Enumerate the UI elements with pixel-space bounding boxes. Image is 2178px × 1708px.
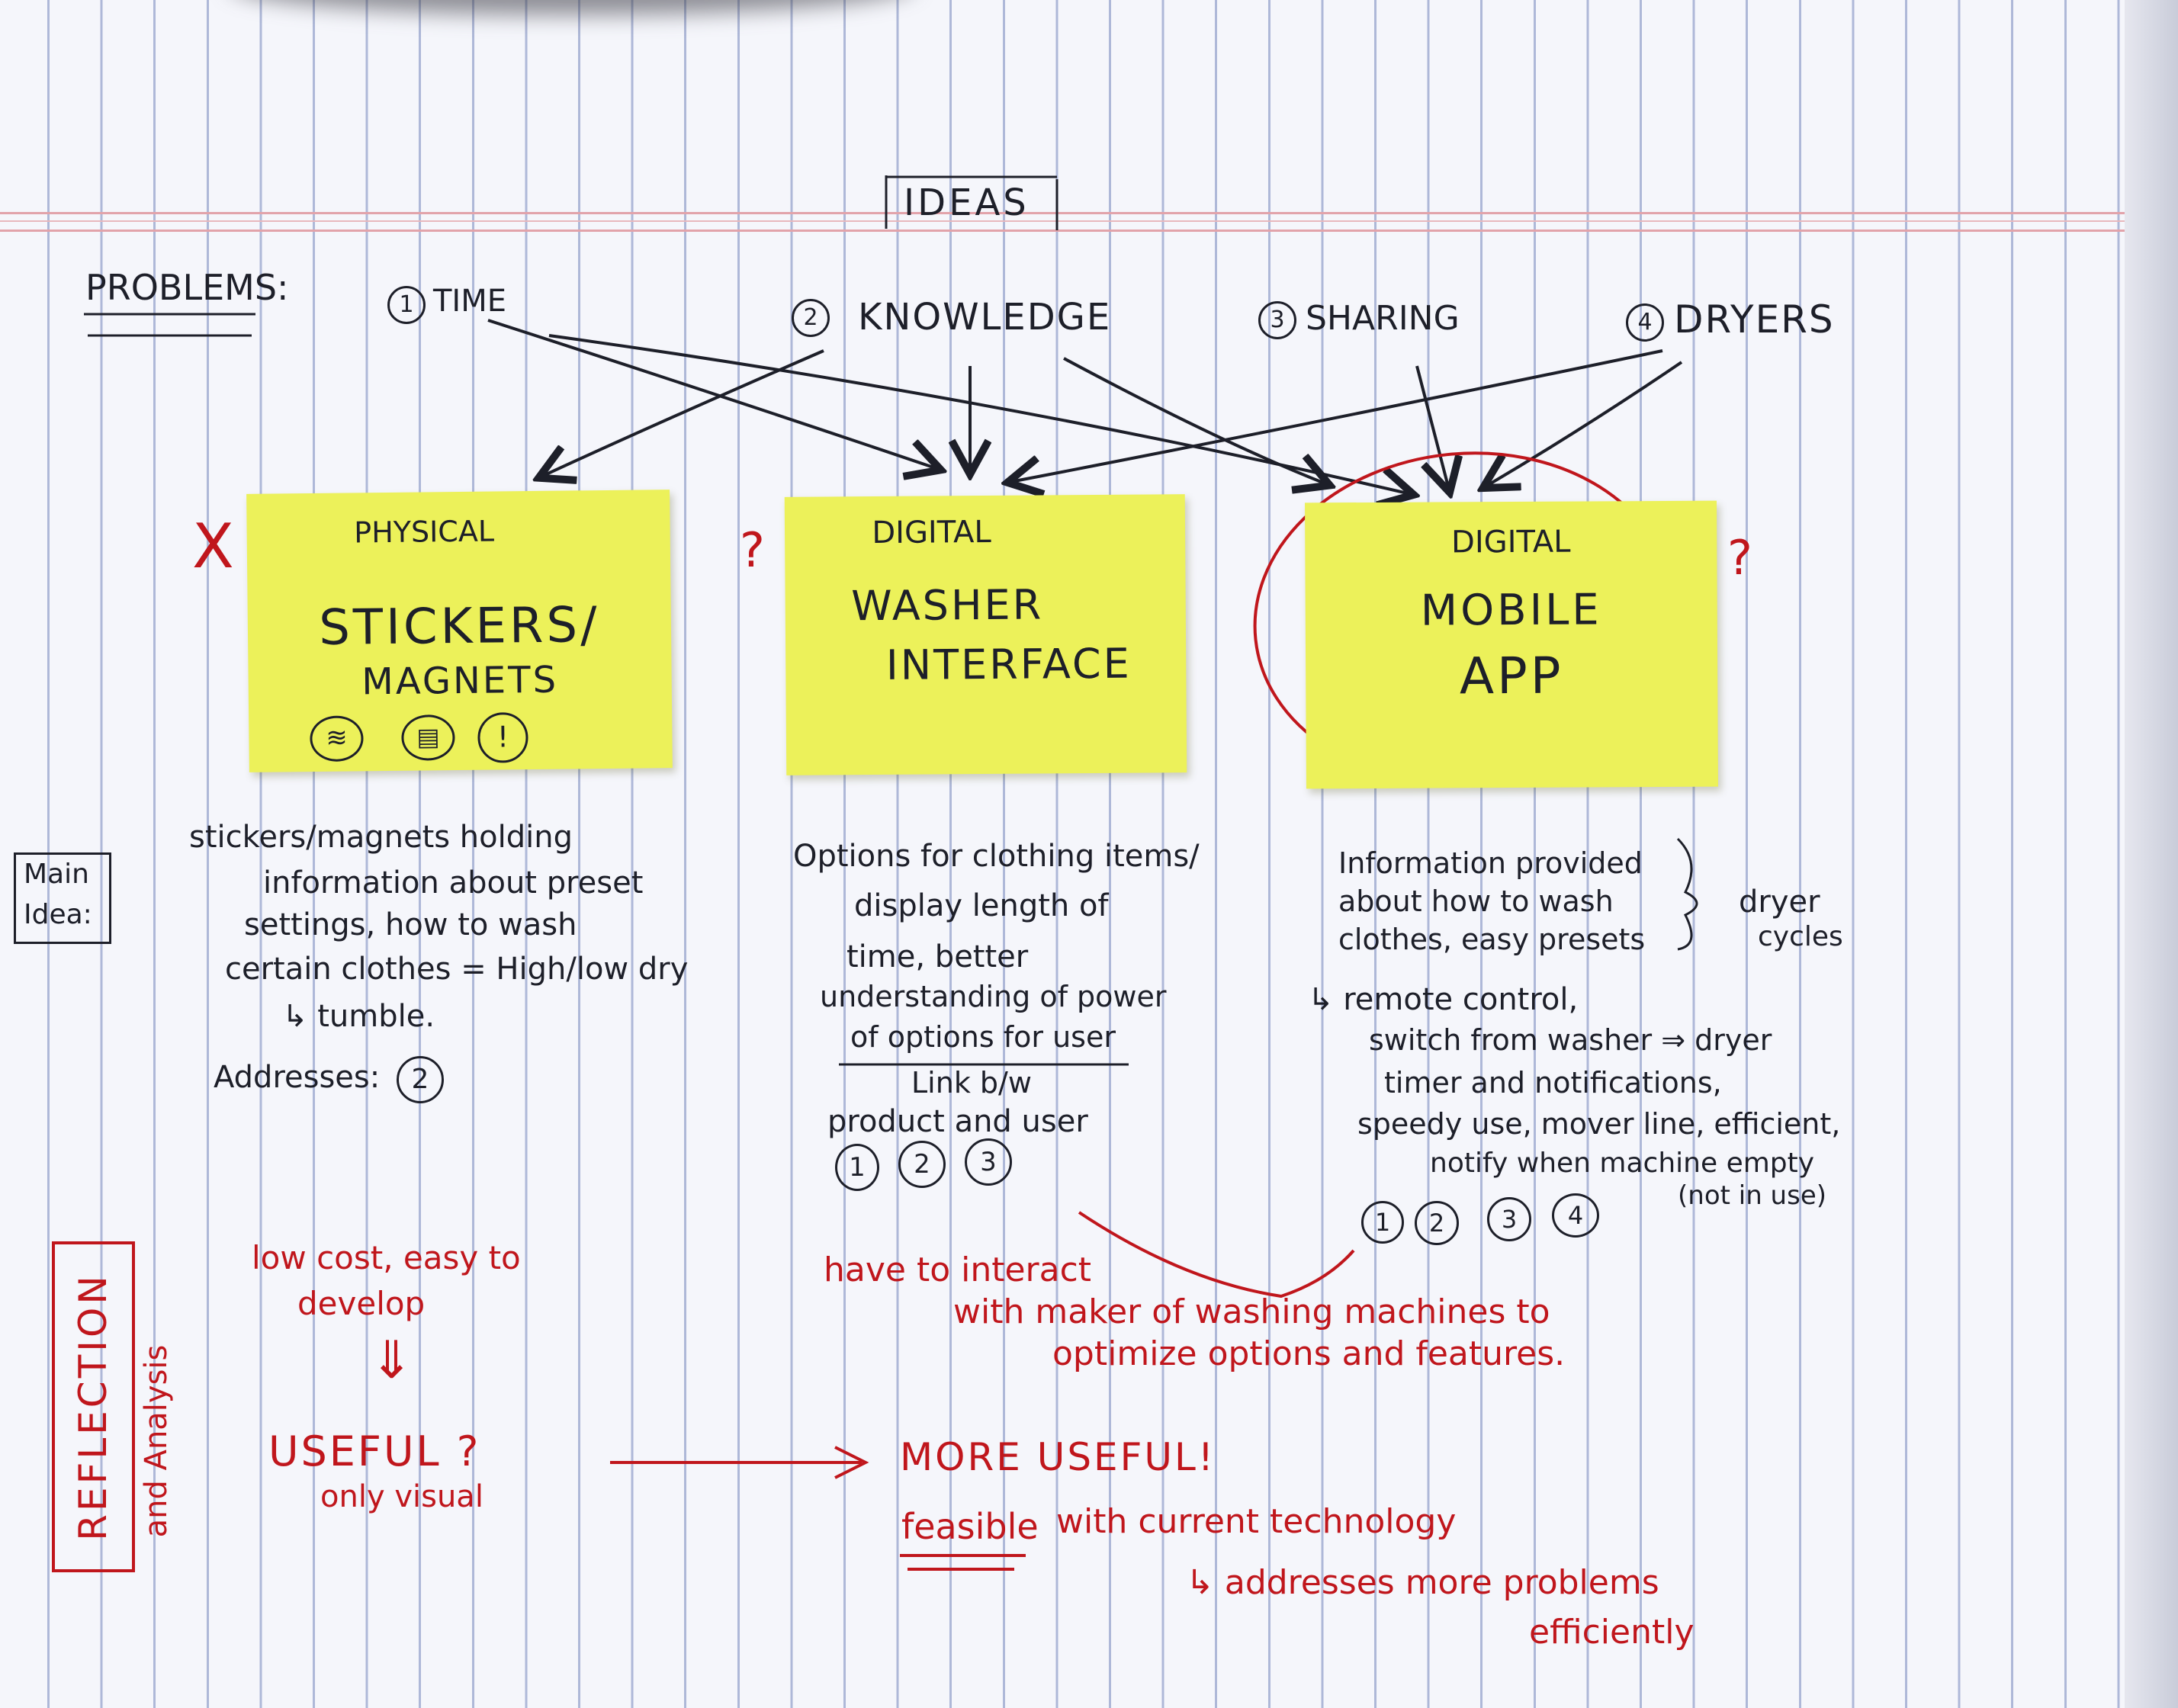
reflection-left-line: low cost, easy to — [252, 1239, 521, 1276]
problem-3-label: SHARING — [1306, 299, 1460, 338]
app-brace-note: cycles — [1758, 921, 1843, 952]
note-category: DIGITAL — [872, 514, 991, 551]
useful-arrowhead — [834, 1446, 869, 1479]
main-idea-label-line2: Idea: — [24, 899, 92, 930]
app-more-line: (not in use) — [1678, 1180, 1827, 1211]
reflection-label: REFLECTION — [71, 1273, 115, 1541]
arrow-knowledge-to-stickers — [541, 349, 824, 477]
note-title-line2: MAGNETS — [361, 658, 559, 704]
main-idea-label-line1: Main — [24, 859, 89, 890]
app-more-line: speedy use, mover line, efficient, — [1357, 1107, 1841, 1141]
washer-icon: ▤ — [401, 714, 455, 761]
washer-idea-line: display length of — [854, 888, 1109, 923]
stickers-addresses-label: Addresses: — [214, 1060, 381, 1095]
app-address-4: 4 — [1552, 1193, 1599, 1238]
reflection-sublabel: and Analysis — [139, 1344, 174, 1538]
stickers-idea-line: certain clothes = High/low dry — [225, 952, 689, 987]
app-address-2: 2 — [1415, 1201, 1459, 1245]
app-more-line: switch from washer ⇒ dryer — [1369, 1023, 1772, 1057]
app-address-1: 1 — [1361, 1201, 1404, 1244]
reflection-middle-line: optimize options and features. — [1052, 1334, 1566, 1373]
washer-idea-line: of options for user — [850, 1020, 1116, 1054]
stickers-idea-line: ↳ tumble. — [282, 999, 435, 1034]
app-more-line: timer and notifications, — [1384, 1066, 1722, 1100]
washer-address-2: 2 — [898, 1141, 946, 1188]
margin-rule — [0, 212, 2178, 232]
arrow-sharing-to-app — [1415, 365, 1449, 490]
problem-1-label: TIME — [433, 284, 507, 319]
washer-address-1: 1 — [835, 1144, 879, 1191]
sticky-note-washer: DIGITAL WASHER INTERFACE — [784, 494, 1187, 775]
problem-2-number: 2 — [792, 299, 830, 337]
stickers-idea-line: information about preset — [263, 865, 644, 901]
problems-underline — [84, 313, 255, 337]
reflection-middle-line: have to interact — [824, 1250, 1092, 1289]
note-title-line1: WASHER — [851, 580, 1044, 631]
reflection-feasible-rest: with current technology — [1056, 1502, 1457, 1541]
note-category: DIGITAL — [1450, 524, 1571, 560]
note-title-line2: APP — [1459, 646, 1564, 706]
app-brace-note: dryer — [1739, 884, 1820, 920]
arrow-knowledge-to-app — [1063, 357, 1327, 484]
note-title-line2: INTERFACE — [885, 639, 1132, 689]
reflection-left-line: develop — [297, 1285, 426, 1322]
main-idea-label-box: Main Idea: — [14, 852, 111, 944]
reflection-box — [52, 1241, 135, 1572]
reflection-down-arrow: ⇓ — [370, 1331, 413, 1391]
reflection-middle-line: with maker of washing machines to — [953, 1292, 1550, 1331]
page-edge — [2125, 0, 2178, 1708]
stickers-idea-line: settings, how to wash — [244, 907, 577, 942]
note-title-line1: MOBILE — [1420, 585, 1602, 636]
washer-link-line: product and user — [827, 1104, 1088, 1139]
sticky-note-stickers: PHYSICAL STICKERS/ MAGNETS ≋ ▤ ! — [246, 490, 673, 772]
reflection-feasible: feasible — [901, 1506, 1039, 1547]
problem-4-label: DRYERS — [1674, 297, 1835, 342]
washer-idea-line: time, better — [846, 939, 1029, 974]
red-connector — [1078, 1211, 1355, 1299]
app-more-line: notify when machine empty — [1430, 1148, 1815, 1179]
app-idea-line: Information provided — [1338, 846, 1643, 880]
rejected-mark: X — [192, 511, 234, 582]
arrow-dryers-to-app — [1486, 361, 1683, 486]
alert-icon: ! — [477, 712, 528, 763]
sticky-note-mobile-app: DIGITAL MOBILE APP — [1305, 500, 1718, 789]
washer-link-line: Link b/w — [911, 1066, 1032, 1100]
problem-2-label: KNOWLEDGE — [858, 296, 1112, 339]
problem-1-number: 1 — [387, 286, 426, 324]
shirt-icon: ≋ — [310, 715, 364, 762]
reflection-useful: USEFUL ? — [268, 1427, 481, 1475]
reflection-more-useful: MORE USEFUL! — [900, 1435, 1216, 1479]
stickers-idea-line: stickers/magnets holding — [189, 820, 573, 855]
washer-idea-line: understanding of power — [820, 980, 1167, 1013]
question-mark-app: ? — [1727, 530, 1752, 586]
note-title-line1: STICKERS/ — [318, 597, 600, 657]
arrow-time-to-washer — [487, 319, 938, 469]
reflection-only-visual: only visual — [320, 1479, 483, 1514]
feasible-underline — [900, 1554, 1026, 1571]
arrow-dryers-to-washer — [1010, 349, 1663, 482]
page-title: IDEAS — [904, 181, 1030, 224]
question-mark-washer: ? — [740, 522, 765, 578]
problem-3-number: 3 — [1258, 301, 1296, 339]
washer-idea-line: Options for clothing items/ — [793, 839, 1200, 874]
reflection-efficiently: efficiently — [1529, 1613, 1695, 1652]
app-address-3: 3 — [1487, 1197, 1531, 1241]
problems-label: PROBLEMS: — [85, 267, 289, 308]
app-brace — [1676, 837, 1698, 951]
washer-address-3: 3 — [965, 1138, 1012, 1186]
app-idea-line: about how to wash — [1338, 884, 1614, 918]
reflection-addresses-more: ↳ addresses more problems — [1186, 1563, 1659, 1602]
note-category: PHYSICAL — [354, 514, 495, 550]
problem-4-number: 4 — [1626, 303, 1664, 342]
stickers-address-2: 2 — [397, 1056, 444, 1103]
app-more-line: ↳ remote control, — [1308, 982, 1579, 1017]
app-idea-line: clothes, easy presets — [1338, 923, 1646, 956]
